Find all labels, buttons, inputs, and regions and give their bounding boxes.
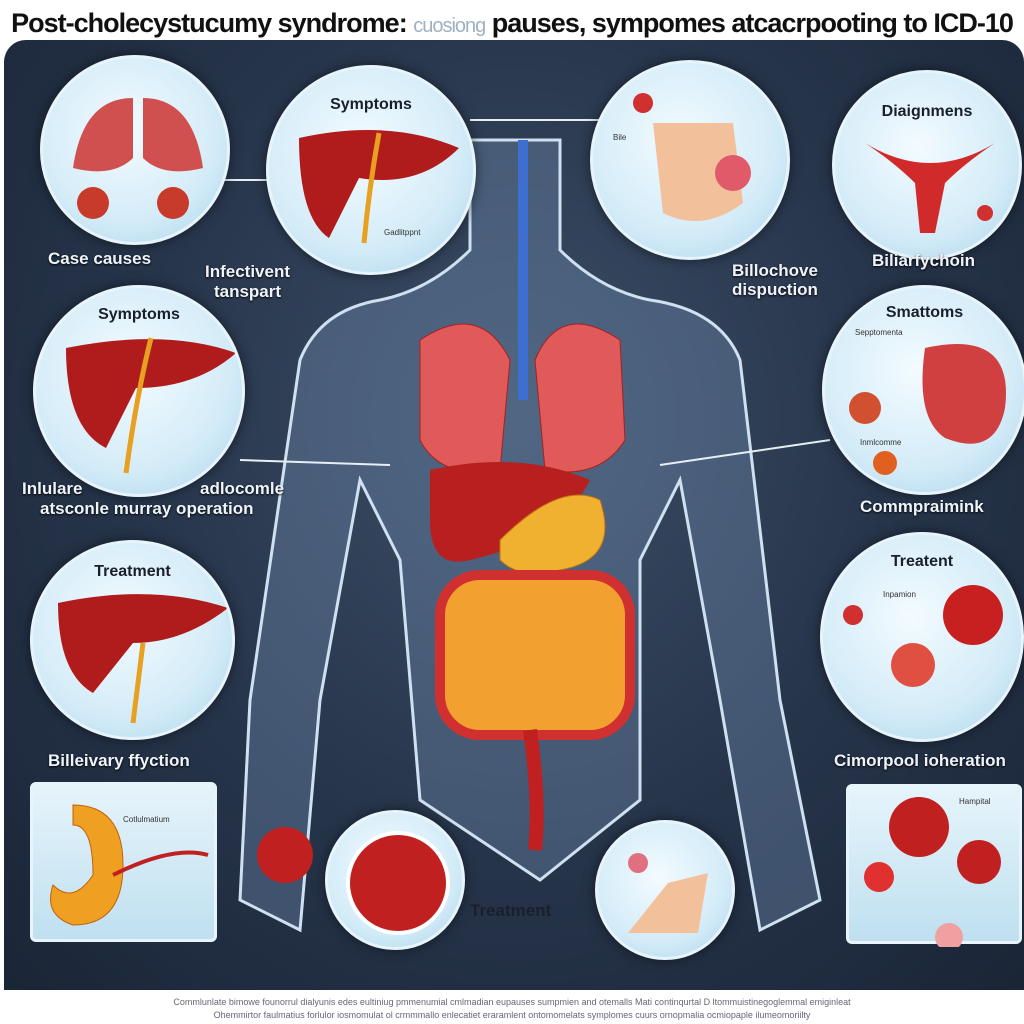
circle-hand-bottom xyxy=(595,820,735,960)
caption-commpraimink: Commpraimink xyxy=(860,497,984,516)
hand-icon xyxy=(628,853,708,933)
caption-biliar: Biliarfychoin xyxy=(872,251,975,270)
title-main: Post-cholecystucumy syndrome: xyxy=(11,8,408,38)
circle-treatment-right: Treatent Inpamion xyxy=(820,532,1024,742)
footer-line: Commlunlate bimowe founorrul dialyunis e… xyxy=(173,997,851,1007)
uterus-icon xyxy=(865,143,995,233)
gallbladder-icon xyxy=(50,804,209,926)
liver-icon xyxy=(58,594,228,724)
liver-icon xyxy=(299,130,459,244)
page-title: Post-cholecystucumy syndrome: cuosiong p… xyxy=(0,8,1024,39)
hand-icon xyxy=(633,93,751,221)
label-hospital: Hampital xyxy=(959,797,991,806)
caption-operation: atsconle murray operation xyxy=(40,499,254,518)
footer-text: Commlunlate bimowe founorrul dialyunis e… xyxy=(30,996,994,1022)
label-inflam: Inmlcomme xyxy=(860,438,902,447)
caption-line: Infectivent xyxy=(205,262,291,281)
caption-cimorpool: Cimorpool ioheration xyxy=(834,751,1006,770)
label-ceb: Cotlulmatium xyxy=(123,815,170,824)
cells-icon xyxy=(864,797,1001,947)
label-bile: Bile xyxy=(613,133,627,142)
circle-causes-lungs xyxy=(40,55,230,245)
caption-line: Billochove xyxy=(732,261,818,280)
caption-line: dispuction xyxy=(732,279,818,299)
label-sympt: Sepptomenta xyxy=(855,328,903,337)
title-faded: cuosiong xyxy=(413,15,486,37)
tissue-icon xyxy=(346,831,450,935)
label-gallbladder: Gadlitppnt xyxy=(384,228,421,237)
caption-inlulare: Inlulare xyxy=(22,479,83,498)
circle-title: Treatent xyxy=(890,553,954,570)
caption-adlocomle: adlocomle xyxy=(200,479,285,498)
circle-title: Diaignmens xyxy=(881,103,973,120)
bottom-treatment-label: Treatment xyxy=(470,901,552,920)
caption-case-causes: Case causes xyxy=(48,249,152,268)
circle-symptoms-right: Smattoms Sepptomenta Inmlcomme xyxy=(822,285,1024,495)
circle-symptoms-top: Symptoms Gadlitppnt xyxy=(266,65,476,275)
circle-title: Treatment xyxy=(94,563,171,580)
circle-title: Symptoms xyxy=(98,306,180,323)
circle-hand: Bile xyxy=(590,60,790,260)
circle-diagnosis: Diaignmens xyxy=(832,70,1022,260)
circle-title: Smattoms xyxy=(885,304,964,321)
lungs-icon xyxy=(73,98,203,219)
caption-line: tanspart xyxy=(213,281,282,301)
circle-treatment-left: Treatment xyxy=(30,540,235,740)
box-cells: Hampital xyxy=(846,784,1022,947)
cells-icon xyxy=(843,585,1003,687)
circle-symptoms-left: Symptoms xyxy=(33,285,245,497)
caption-billeivary: Billeivary ffyction xyxy=(48,751,190,770)
circle-title: Symptoms xyxy=(330,96,412,113)
circle-treatment-bottom xyxy=(325,810,465,950)
box-gallbladder: Cotlulmatium xyxy=(30,782,217,942)
liver-icon xyxy=(66,337,236,474)
label-ip: Inpamion xyxy=(883,590,916,599)
footer-line: Ohemmirtor faulmatius forlulor iosmomula… xyxy=(213,1010,811,1020)
stomach-icon xyxy=(849,344,1006,475)
title-rest: pauses, sympomes atcacrpooting to ICD-10 xyxy=(491,8,1014,38)
